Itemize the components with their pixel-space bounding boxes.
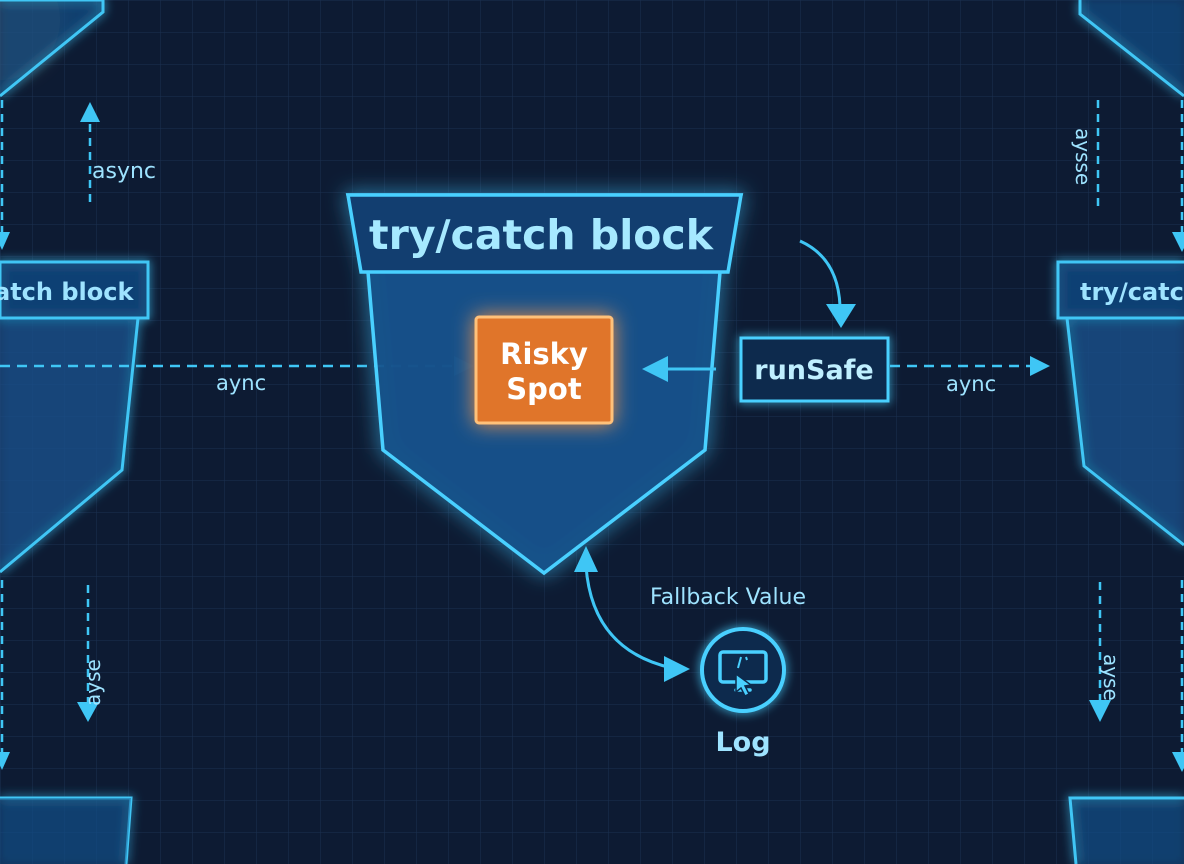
risky-spot-line1: Risky [500, 337, 588, 371]
left-edge-arrow-bottom [0, 752, 10, 770]
risky-spot-line2: Spot [506, 372, 582, 406]
main-block-title: try/catch block [369, 211, 715, 259]
right-bottom-block-fragment [1068, 796, 1184, 864]
async-arrow-top-left-head [80, 102, 100, 122]
log-label: Log [715, 727, 770, 758]
curved-arrow-to-runsafe-head [826, 304, 856, 328]
right-top-shield-fragment [1078, 0, 1184, 98]
aync-label-right: aync [946, 372, 996, 396]
ayse-arrow-bottom-left-head [77, 702, 99, 722]
curved-arrow-to-runsafe [799, 239, 842, 307]
fallback-arrow-head-right [664, 656, 690, 682]
risky-spot-box[interactable] [474, 315, 614, 425]
aync-label-left: aync [216, 371, 266, 395]
ayse-label-bottom-right: ayse [1099, 654, 1123, 701]
right-edge-arrow-bottom [1172, 752, 1184, 772]
left-top-shield-fragment [0, 0, 105, 98]
right-side-block [1056, 260, 1184, 547]
async-label-top-left: async [92, 159, 156, 184]
runsafe-box[interactable] [739, 336, 890, 403]
left-side-block [0, 260, 150, 574]
aync-arrow-right-head [1030, 356, 1050, 376]
right-side-block-title: try/catc [1080, 278, 1184, 306]
main-shield-header [345, 193, 744, 274]
ayse-arrow-bottom-right-head [1089, 700, 1111, 722]
fallback-label: Fallback Value [650, 585, 806, 610]
fallback-curved-arrow [584, 565, 673, 670]
left-edge-arrow-top [0, 232, 10, 250]
left-side-block-title: atch block [0, 278, 134, 306]
left-bottom-block-fragment [0, 796, 133, 864]
runsafe-to-risky-arrow-head [642, 356, 668, 382]
right-edge-arrow-top [1172, 232, 1184, 252]
monitor-cursor-icon[interactable] [700, 627, 786, 713]
runsafe-label: runSafe [754, 355, 873, 386]
aysse-label-top-right: aysse [1071, 128, 1095, 185]
ayse-label-bottom-left: ayse [81, 659, 105, 706]
fallback-arrow-head-up [574, 546, 598, 572]
